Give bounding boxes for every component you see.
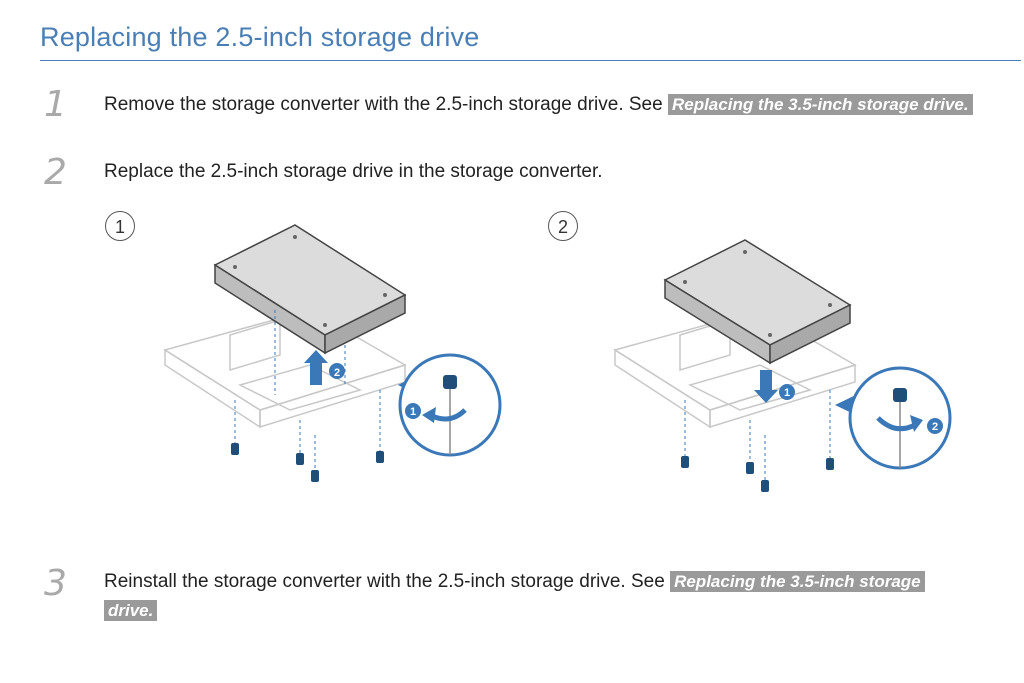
screws [231,443,384,482]
figure-2-label: 2 [548,211,578,241]
step-3-link[interactable]: Replacing the 3.5-inch storage [670,571,925,592]
screw-detail-zoom: 1 [398,353,502,457]
storage-drive [213,224,407,355]
screws [681,456,834,492]
title-rule [40,60,1021,61]
step-1-link[interactable]: Replacing the 3.5-inch storage drive. [667,94,973,115]
page-title: Replacing the 2.5-inch storage drive [40,22,480,52]
lift-arrow [304,350,328,385]
figure-1-callout-a: 2 [334,367,340,379]
storage-drive [663,239,852,365]
step-3-number: 3 [44,563,67,604]
figure-2-callout-b: 2 [932,421,938,433]
figure-2-illustration: 1 2 [613,239,952,492]
figure-1-illustration: 2 1 [163,224,502,482]
figure-1-callout-b: 1 [410,406,416,418]
step-2-number: 2 [44,152,67,193]
figure-2-callout-a: 1 [784,387,790,399]
step-2-text: Replace the 2.5-inch storage drive in th… [104,161,603,182]
step-1-number: 1 [44,84,67,125]
step-1-text: Remove the storage converter with the 2.… [104,90,973,119]
screw-detail-zoom: 2 [835,366,952,470]
lower-arrow [754,370,778,403]
figure-1-label: 1 [105,211,135,241]
step-3-link-continued[interactable]: drive. [104,600,158,621]
step-3-instruction: Reinstall the storage converter with the… [104,571,665,592]
step-3-text: Reinstall the storage converter with the… [104,567,1004,625]
step-1-instruction: Remove the storage converter with the 2.… [104,94,663,115]
